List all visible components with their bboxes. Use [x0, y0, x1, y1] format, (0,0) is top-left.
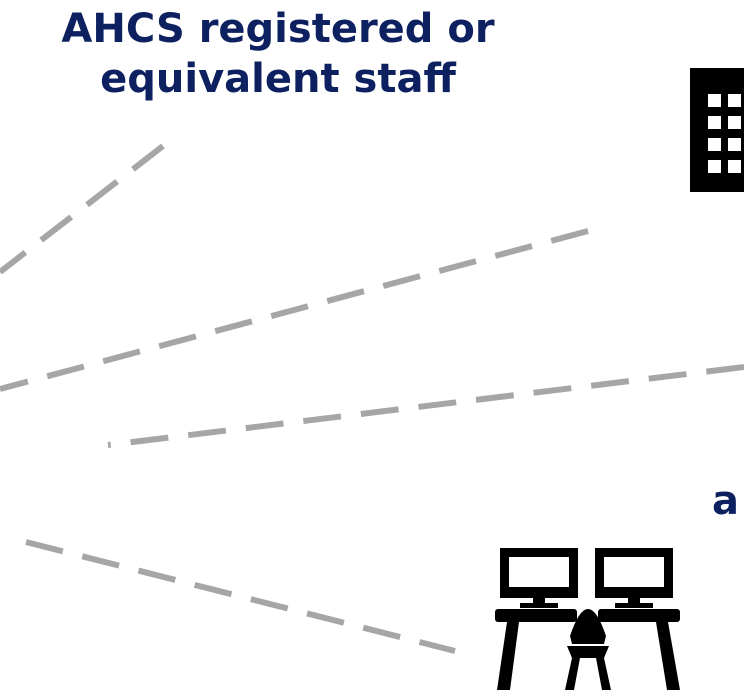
connector-line-3 — [107, 364, 744, 448]
connector-line-1 — [0, 143, 165, 275]
cut-off-label: a — [712, 478, 739, 524]
diagram-title: AHCS registered or equivalent staff — [0, 4, 556, 104]
title-line-2: equivalent staff — [100, 56, 456, 102]
title-line-1: AHCS registered or — [61, 6, 495, 52]
connector-line-2 — [0, 228, 589, 392]
connector-line-4 — [25, 539, 456, 654]
